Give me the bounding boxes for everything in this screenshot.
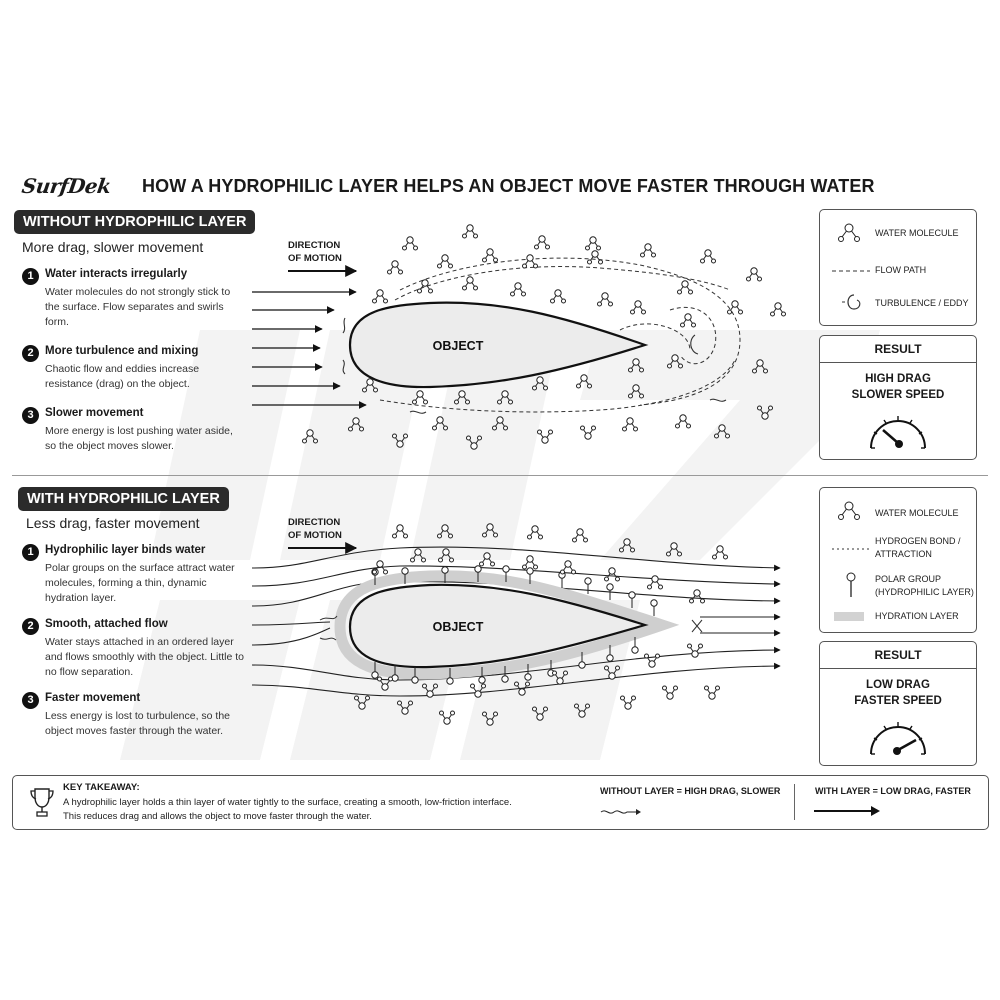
direction-label-line1: DIRECTION [288,240,341,251]
direction-label-line2: OF MOTION [288,253,342,264]
result-text: HIGH DRAG SLOWER SPEED [820,371,976,403]
step-number-badge: 2 [22,345,39,362]
direction-of-motion-label: DIRECTION OF MOTION [288,239,342,265]
without-layer-badge: WITHOUT HYDROPHILIC LAYER [14,210,256,234]
with-result-box: RESULT LOW DRAG FASTER SPEED [819,641,977,766]
step-title: Faster movement [45,692,141,704]
legend-label-line1: POLAR GROUP [875,574,942,584]
object-label: OBJECT [433,620,484,634]
with-layer-subtitle: Less drag, faster movement [26,515,200,531]
compare-without-label: WITHOUT LAYER = HIGH DRAG, SLOWER [600,786,781,796]
result-text: LOW DRAG FASTER SPEED [820,677,976,709]
polar-group-icon [846,572,856,597]
compare-with-label: WITH LAYER = LOW DRAG, FASTER [815,786,971,796]
with-legend: WATER MOLECULE HYDROGEN BOND / ATTRACTIO… [819,487,977,633]
speed-gauge-low-icon [870,416,926,449]
takeaway-heading: KEY TAKEAWAY: [63,782,140,793]
legend-label: FLOW PATH [875,265,927,275]
takeaway-body: A hydrophilic layer holds a thin layer o… [63,796,512,824]
trophy-icon [30,788,54,817]
speed-gauge-high-icon [870,722,926,755]
step-number-badge: 3 [22,407,39,424]
step-title: Water interacts irregularly [45,268,188,280]
page-title: HOW A HYDROPHILIC LAYER HELPS AN OBJECT … [142,176,875,196]
step-number-badge: 2 [22,618,39,635]
takeaway-line-2: This reduces drag and allows the object … [63,811,372,822]
object-label: OBJECT [433,339,484,353]
step-title: Slower movement [45,407,144,419]
wavy-arrow-icon [600,809,641,815]
step-number-badge: 1 [22,268,39,285]
step-body: Less energy is lost to turbulence, so th… [45,710,231,737]
compare-divider [794,784,795,820]
step-body: More energy is lost pushing water aside,… [45,425,233,452]
step-body: Water stays attached in an ordered layer… [45,636,245,678]
takeaway-line-1: A hydrophilic layer holds a thin layer o… [63,797,512,808]
result-line-1: LOW DRAG [866,679,930,691]
legend-label-line1: HYDROGEN BOND / [875,536,961,546]
direction-label-line1: DIRECTION [288,517,341,528]
step-number-badge: 3 [22,692,39,709]
dashed-flow-path-icon [832,270,870,272]
step-title: Hydrophilic layer binds water [45,544,206,556]
legend-label-line2: ATTRACTION [875,549,932,559]
result-line-2: SLOWER SPEED [851,389,945,401]
step-title: More turbulence and mixing [45,345,199,357]
without-layer-subtitle: More drag, slower movement [22,239,204,255]
legend-label-line2: (HYDROPHILIC LAYER) [875,587,974,597]
dotted-hydrogen-bond-icon [832,548,870,550]
eddy-icon [842,294,861,310]
section-divider [12,475,988,476]
legend-label: WATER MOLECULE [875,228,959,238]
legend-label: HYDRATION LAYER [875,611,959,621]
legend-label: TURBULENCE / EDDY [875,298,969,308]
legend-label: WATER MOLECULE [875,508,959,518]
direction-of-motion-label: DIRECTION OF MOTION [288,516,342,542]
step-body: Chaotic flow and eddies increase resista… [45,363,200,390]
without-result-box: RESULT HIGH DRAG SLOWER SPEED [819,335,977,460]
step-number-badge: 1 [22,544,39,561]
step-title: Smooth, attached flow [45,618,168,630]
with-layer-badge: WITH HYDROPHILIC LAYER [18,487,229,511]
key-takeaway-box: KEY TAKEAWAY: A hydrophilic layer holds … [12,775,989,830]
step-body: Polar groups on the surface attract wate… [45,562,235,604]
legend-label: HYDROGEN BOND / ATTRACTION [875,535,961,561]
step-body: Water molecules do not strongly stick to… [45,286,231,328]
straight-arrow-icon [814,806,880,816]
result-line-2: FASTER SPEED [854,695,942,707]
result-line-1: HIGH DRAG [865,373,931,385]
result-heading: RESULT [820,336,976,363]
result-heading: RESULT [820,642,976,669]
water-molecule-icon [838,501,860,520]
hydration-layer-swatch [834,612,864,621]
without-legend: WATER MOLECULE FLOW PATH TURBULENCE / ED… [819,209,977,326]
legend-label: POLAR GROUP (HYDROPHILIC LAYER) [875,573,974,599]
direction-label-line2: OF MOTION [288,530,342,541]
water-molecule-icon [838,223,860,242]
